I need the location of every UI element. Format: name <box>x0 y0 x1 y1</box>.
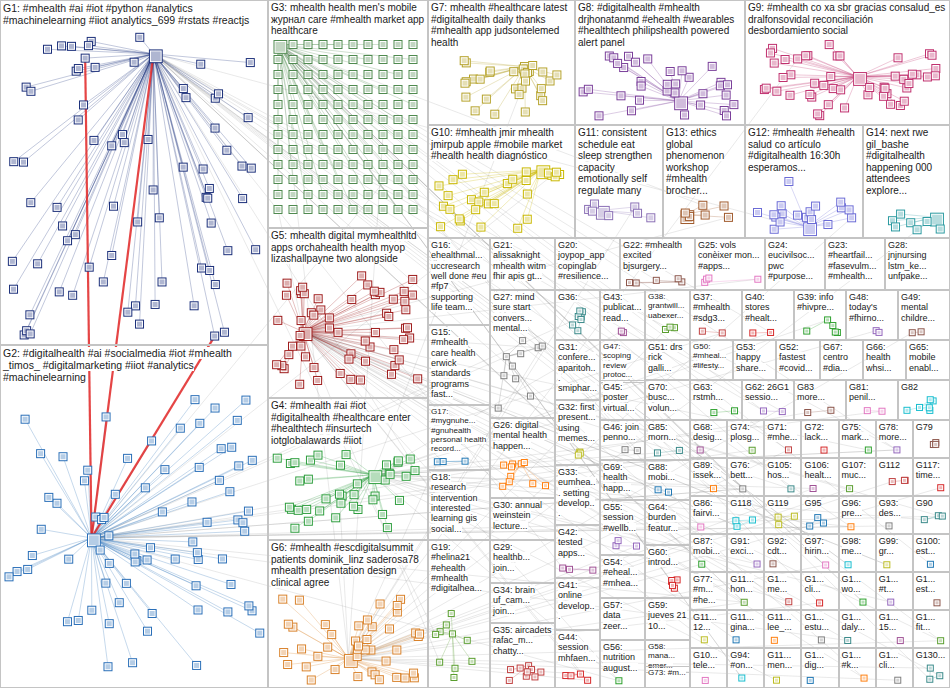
graph-canvas: G1: #mhealth #ai #iot #python #analytics… <box>0 0 950 688</box>
